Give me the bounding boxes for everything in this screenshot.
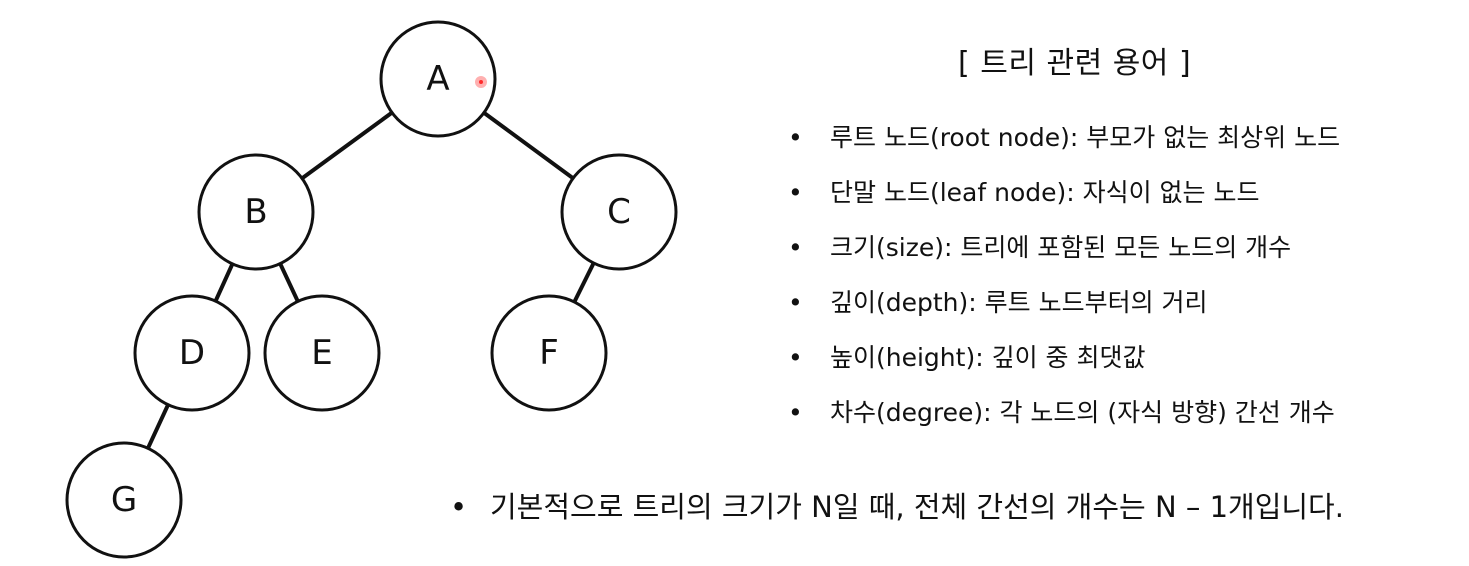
- node-label: D: [179, 333, 205, 373]
- node-label: G: [111, 480, 137, 520]
- bullet-icon: •: [788, 178, 803, 207]
- glossary-item-height: • 높이(height): 깊이 중 최댓값: [788, 338, 1340, 393]
- bullet-icon: •: [450, 490, 468, 524]
- glossary-item-leaf: • 단말 노드(leaf node): 자식이 없는 노드: [788, 173, 1340, 228]
- bullet-icon: •: [788, 123, 803, 152]
- node-circle: [490, 294, 608, 412]
- glossary-item-degree: • 차수(degree): 각 노드의 (자식 방향) 간선 개수: [788, 393, 1340, 448]
- tree-node-b: B: [197, 153, 315, 271]
- glossary-text: 크기(size): 트리에 포함된 모든 노드의 개수: [830, 233, 1292, 262]
- node-circle: [379, 20, 497, 138]
- node-label: A: [426, 59, 449, 99]
- tree-nodes: A B C D E F G: [65, 20, 678, 559]
- bullet-icon: •: [788, 288, 803, 317]
- glossary-text: 단말 노드(leaf node): 자식이 없는 노드: [830, 178, 1260, 207]
- glossary-item-size: • 크기(size): 트리에 포함된 모든 노드의 개수: [788, 228, 1340, 283]
- note-text: 기본적으로 트리의 크기가 N일 때, 전체 간선의 개수는 N – 1개입니다…: [490, 490, 1344, 524]
- glossary-text: 깊이(depth): 루트 노드부터의 거리: [830, 288, 1208, 317]
- tree-node-d: D: [133, 294, 251, 412]
- bullet-icon: •: [788, 343, 803, 372]
- tree-node-c: C: [560, 153, 678, 271]
- tree-node-g: G: [65, 441, 183, 559]
- node-circle: [263, 294, 381, 412]
- tree-node-a: A: [379, 20, 497, 138]
- glossary-text: 차수(degree): 각 노드의 (자식 방향) 간선 개수: [830, 398, 1335, 427]
- node-label: B: [244, 192, 267, 232]
- node-label: F: [539, 333, 559, 373]
- cursor-pointer-icon: [475, 76, 487, 88]
- tree-node-e: E: [263, 294, 381, 412]
- node-circle: [133, 294, 251, 412]
- glossary-item-depth: • 깊이(depth): 루트 노드부터의 거리: [788, 283, 1340, 338]
- tree-node-f: F: [490, 294, 608, 412]
- edge-count-note: • 기본적으로 트리의 크기가 N일 때, 전체 간선의 개수는 N – 1개입니…: [450, 484, 1344, 526]
- glossary-text: 높이(height): 깊이 중 최댓값: [830, 343, 1146, 372]
- bullet-icon: •: [788, 398, 803, 427]
- bullet-icon: •: [788, 233, 803, 262]
- glossary-text: 루트 노드(root node): 부모가 없는 최상위 노드: [830, 123, 1341, 152]
- node-circle: [65, 441, 183, 559]
- glossary-title: [ 트리 관련 용어 ]: [958, 46, 1192, 81]
- glossary-item-root: • 루트 노드(root node): 부모가 없는 최상위 노드: [788, 118, 1340, 173]
- node-circle: [197, 153, 315, 271]
- tree-edges: [122, 77, 621, 502]
- glossary-list: • 루트 노드(root node): 부모가 없는 최상위 노드 • 단말 노드(…: [788, 118, 1340, 448]
- node-label: E: [311, 333, 332, 373]
- node-label: C: [607, 192, 631, 232]
- node-circle: [560, 153, 678, 271]
